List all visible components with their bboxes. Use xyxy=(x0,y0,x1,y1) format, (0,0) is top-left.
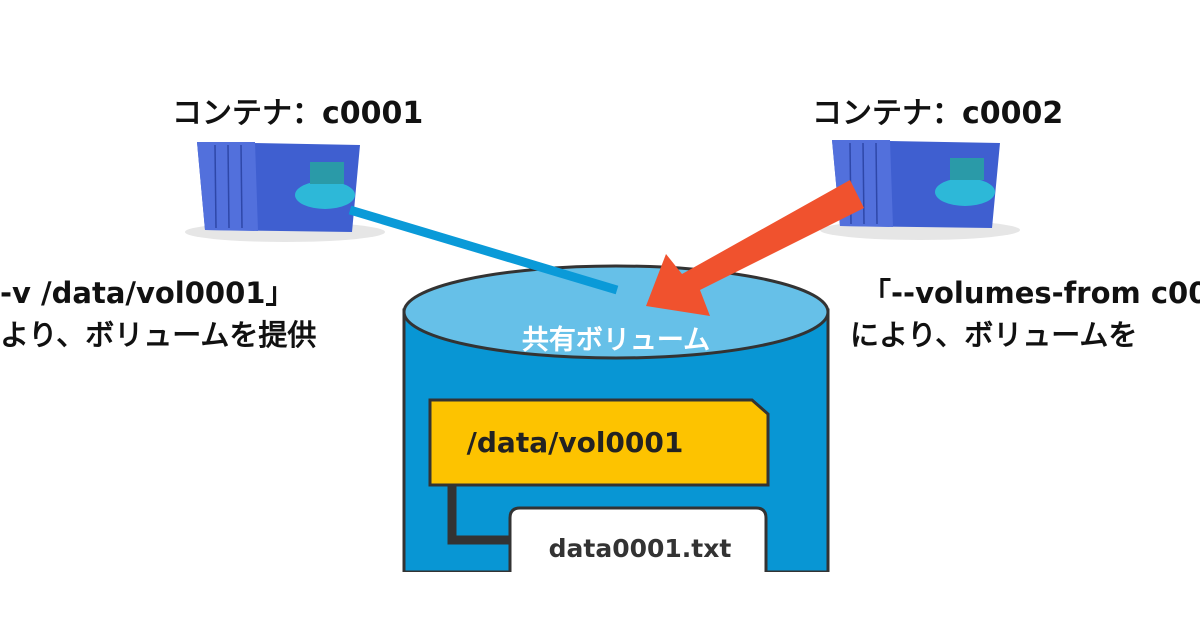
shared-volume-label: 共有ボリューム xyxy=(521,325,711,356)
c0002-desc-line2: により、ボリュームを xyxy=(850,318,1138,352)
folder-icon xyxy=(428,398,770,487)
c0002-desc-line1: 「--volumes-from c000 xyxy=(862,276,1200,310)
use-arrow xyxy=(646,180,864,316)
provide-link-line xyxy=(348,205,619,295)
file-label: data0001.txt xyxy=(548,534,732,563)
docker-container-icon xyxy=(820,140,1020,240)
docker-container-icon xyxy=(185,142,385,242)
container-title-c0002: コンテナ：c0002 xyxy=(812,96,1064,131)
c0001-desc-line2: より、ボリュームを提供 xyxy=(0,318,317,352)
tree-connector xyxy=(447,486,512,545)
folder-label: /data/vol0001 xyxy=(466,426,684,459)
file-icon xyxy=(508,506,768,572)
container-title-c0001: コンテナ：c0001 xyxy=(172,96,424,131)
c0001-desc-line1: -v /data/vol0001」 xyxy=(0,276,295,310)
